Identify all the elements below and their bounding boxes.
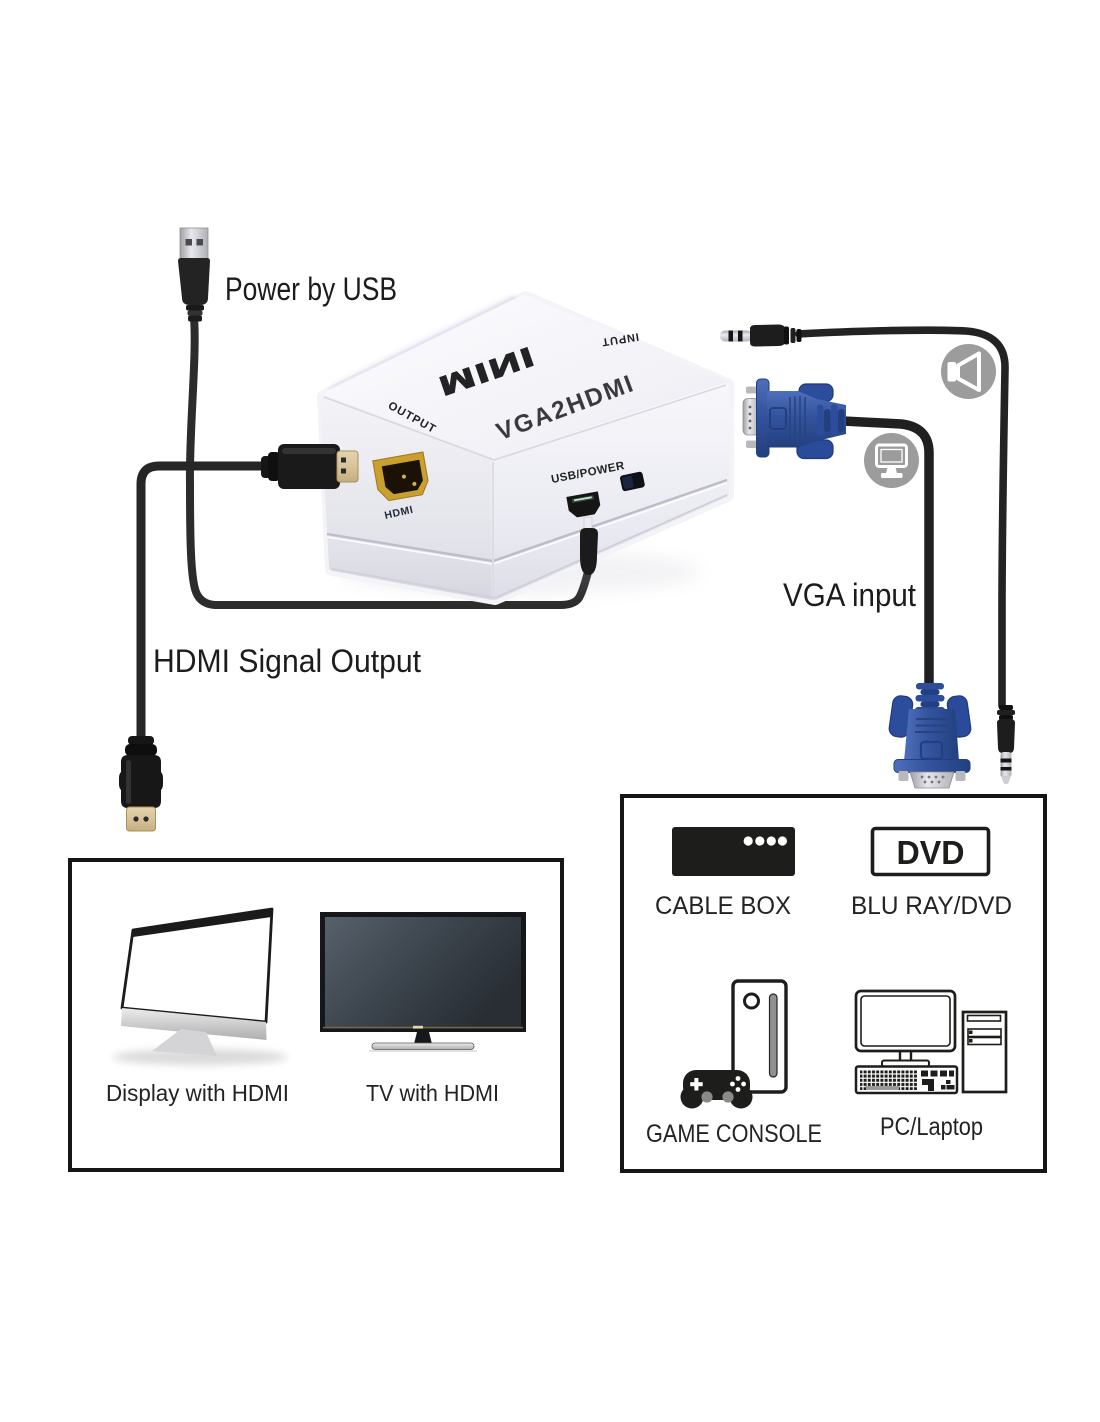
svg-text:HDMI Signal Output: HDMI Signal Output xyxy=(153,643,421,679)
svg-text:CABLE BOX: CABLE BOX xyxy=(655,892,791,920)
svg-text:Power by USB: Power by USB xyxy=(225,271,397,307)
svg-text:GAME CONSOLE: GAME CONSOLE xyxy=(646,1120,822,1148)
svg-text:VGA input: VGA input xyxy=(783,577,916,613)
svg-text:TV with HDMI: TV with HDMI xyxy=(366,1080,499,1106)
svg-text:Display with HDMI: Display with HDMI xyxy=(106,1080,289,1106)
svg-text:INPUT: INPUT xyxy=(600,330,639,348)
svg-text:BLU RAY/DVD: BLU RAY/DVD xyxy=(851,892,1012,920)
svg-text:DVD: DVD xyxy=(897,834,965,871)
svg-text:PC/Laptop: PC/Laptop xyxy=(880,1113,983,1141)
